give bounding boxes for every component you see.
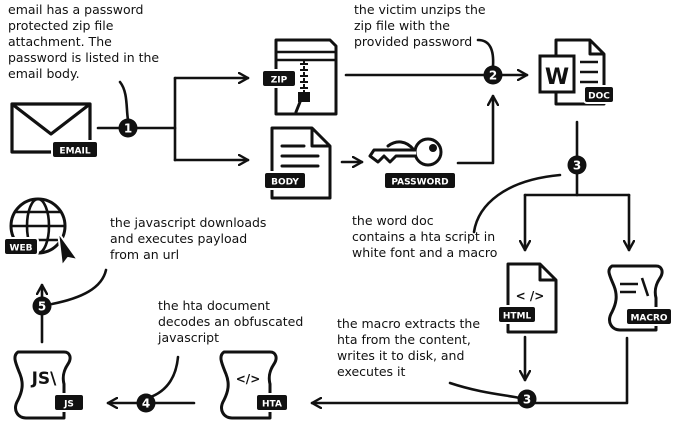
html-document-icon: < /> HTML xyxy=(497,262,558,334)
svg-text:1: 1 xyxy=(124,122,132,136)
hta-note: the hta document decodes an obfuscated j… xyxy=(158,298,304,345)
doc-label: DOC xyxy=(588,92,610,102)
word-doc-note: the word doc contains a hta script in wh… xyxy=(352,213,498,260)
javascript-note: the javascript downloads and executes pa… xyxy=(110,215,267,262)
step-3-top-marker: 3 xyxy=(567,155,587,175)
email-note-pointer xyxy=(118,80,130,122)
word-document-icon: W DOC xyxy=(538,38,615,106)
hta-note-pointer xyxy=(146,355,180,400)
svg-text:3: 3 xyxy=(573,159,581,173)
unzip-note-pointer xyxy=(476,38,495,68)
svg-text:2: 2 xyxy=(489,69,497,83)
email-label: EMAIL xyxy=(59,147,90,157)
body-document-icon: BODY xyxy=(263,126,332,200)
body-label: BODY xyxy=(271,178,299,188)
js-scroll-icon: JS\ JS xyxy=(13,350,85,420)
macro-to-hta-arrow xyxy=(310,336,629,403)
word-letter: W xyxy=(545,65,569,90)
web-label: WEB xyxy=(10,244,33,254)
step-5-marker: 5 xyxy=(32,296,52,316)
js-letters-glyph: JS\ xyxy=(31,369,58,389)
svg-text:3: 3 xyxy=(523,393,531,407)
macro-scroll-icon: MACRO xyxy=(607,264,673,332)
word-note-pointer xyxy=(472,173,562,234)
password-to-merge-arrow xyxy=(456,94,493,165)
unzip-note: the victim unzips the zip file with the … xyxy=(354,2,486,49)
hta-label: HTA xyxy=(262,400,282,410)
zip-label: ZIP xyxy=(271,76,288,86)
email-note: email has a password protected zip file … xyxy=(8,2,160,81)
macro-note-pointer xyxy=(448,381,522,400)
web-globe-icon: WEB xyxy=(3,197,79,267)
hta-scroll-icon: </> HTA xyxy=(219,350,289,420)
html-tag-glyph: < /> xyxy=(516,289,545,303)
svg-text:4: 4 xyxy=(142,397,150,411)
js-label: JS xyxy=(63,400,74,410)
step-1-marker: 1 xyxy=(118,118,138,138)
password-label: PASSWORD xyxy=(391,178,448,188)
svg-text:5: 5 xyxy=(38,300,46,314)
password-key-icon: PASSWORD xyxy=(368,137,457,190)
hta-tag-glyph: </> xyxy=(236,372,261,386)
macro-note: the macro extracts the hta from the cont… xyxy=(337,316,481,379)
macro-label: MACRO xyxy=(630,314,667,324)
step-2-marker: 2 xyxy=(483,65,503,85)
js-note-pointer xyxy=(50,268,108,306)
step-4-marker: 4 xyxy=(136,393,156,413)
zip-archive-icon: ZIP xyxy=(261,38,338,116)
email-icon: EMAIL xyxy=(10,102,99,159)
step-3-bottom-marker: 3 xyxy=(517,389,537,409)
html-label: HTML xyxy=(503,312,532,322)
